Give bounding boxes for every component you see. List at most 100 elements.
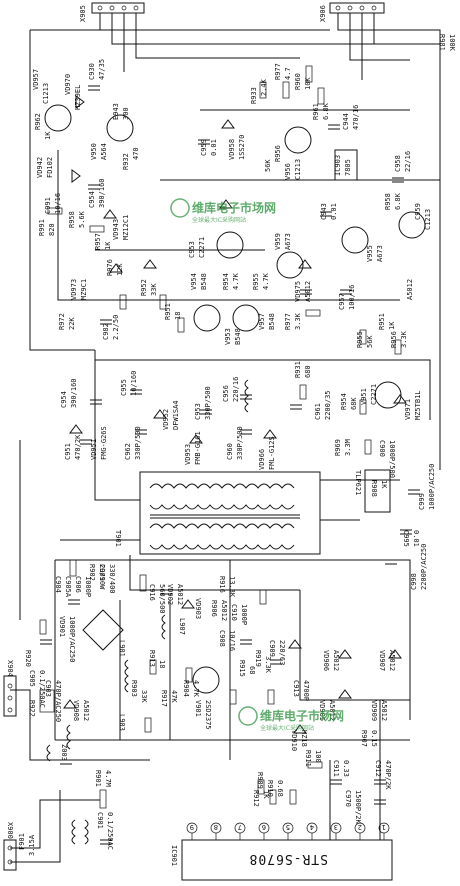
component-label-r911: R911 xyxy=(304,750,312,767)
component-label-c991v: 10/16 xyxy=(54,193,62,214)
resistors xyxy=(39,65,402,809)
component-label-vd906: VD906 xyxy=(322,650,330,671)
component-label-l903: L903 xyxy=(118,714,126,731)
ic901-part-number: STR-S6708 xyxy=(249,851,328,866)
ic-pin-number: 8 xyxy=(214,823,218,831)
component-label-c910v: 1000P xyxy=(240,604,248,625)
transistor-c953 xyxy=(216,231,244,259)
component-label-vd942v: FD102 xyxy=(46,157,54,178)
component-label-vd905v: A5012 xyxy=(328,700,336,721)
component-label-v950: V950 xyxy=(90,143,98,160)
component-label-c999v: 1000P/AC250 xyxy=(428,464,436,510)
component-label-vd975v: A5012 xyxy=(304,281,312,302)
component-label-vd958: VD958 xyxy=(228,139,236,160)
component-label-r922: R922 xyxy=(28,700,36,717)
component-label-c970: C970 xyxy=(344,790,352,807)
watermark-top: 维库电子市场网 全球最大IC采购网站 xyxy=(170,198,276,224)
component-label-c982v: 2.2/50 xyxy=(112,315,120,340)
component-label-c959v: 0.01 xyxy=(210,139,218,156)
ic901-str-s6708: STR-S6708 IC901 xyxy=(170,839,393,881)
ic-pin-number: 1 xyxy=(382,823,386,831)
diodes xyxy=(63,95,407,734)
component-label-r954bv: 68K xyxy=(350,397,358,410)
component-label-c960v: 330P/500 xyxy=(236,426,244,460)
component-label-f901: F901 xyxy=(18,833,26,850)
component-label-r960v: 10K xyxy=(304,77,312,90)
component-label-r952v: 33K xyxy=(150,283,158,296)
component-label-vd907: VD907 xyxy=(378,650,386,671)
component-label-r907: R907 xyxy=(360,730,368,747)
component-label-vd908v: A5012 xyxy=(82,700,90,721)
connector-x900: X900 xyxy=(3,822,17,871)
component-label-tlp: TLP621 xyxy=(354,470,362,495)
component-label-c954v: 390/160 xyxy=(98,178,106,208)
watermark-brand-top: 维库电子市场网 xyxy=(192,200,276,215)
component-label-r917v: 47K xyxy=(170,690,178,703)
component-label-r956: R956 xyxy=(274,145,282,162)
component-label-vd908: VD908 xyxy=(72,700,80,721)
component-label-c982: C982 xyxy=(102,323,110,340)
component-label-e943: E943 xyxy=(112,103,120,120)
component-label-v901v: 2SD2375 xyxy=(204,700,212,730)
component-label-c912v: 470P/2K xyxy=(384,760,392,790)
component-label-r903: R903 xyxy=(130,680,138,697)
component-label-r955b: R955 xyxy=(356,331,364,348)
component-label-vd903: VD903 xyxy=(194,598,202,619)
component-label-c901v: 0.1/250AC xyxy=(106,812,114,850)
capacitors xyxy=(40,85,420,845)
component-label-c958: C958 xyxy=(394,155,402,172)
component-label-c958v: 22/16 xyxy=(404,151,412,172)
component-label-c906: C906 xyxy=(74,576,82,593)
component-label-c905v: 0.1/250AC xyxy=(38,670,46,708)
component-label-r962v: 1K xyxy=(44,131,52,140)
component-label-c944v: 470/16 xyxy=(352,105,360,130)
component-label-r911v: 100 xyxy=(314,750,322,763)
component-label-r904: R904 xyxy=(182,680,190,697)
component-label-c900: C900 xyxy=(378,440,386,457)
component-label-c906v: 1000P xyxy=(84,576,92,597)
component-label-c998: C998 xyxy=(410,573,418,590)
component-label-r906: R906 xyxy=(210,600,218,617)
component-label-r931v: 680 xyxy=(304,365,312,378)
component-label-r981: R981 xyxy=(438,34,446,51)
component-label-r977: R977 xyxy=(274,63,282,80)
component-label-vd966: VD966 xyxy=(258,449,266,470)
component-label-r961: R961 xyxy=(312,103,320,120)
component-label-vd906v: A5012 xyxy=(332,650,340,671)
component-label-c911: C911 xyxy=(332,760,340,777)
component-label-c955: C955 xyxy=(120,379,128,396)
component-label-r919v: 3.3K xyxy=(264,656,272,674)
component-label-v959: V959 xyxy=(274,233,282,250)
component-label-c909bv: 220/63 xyxy=(278,640,286,665)
component-label-c905: C905 xyxy=(28,670,36,687)
connector-x906: X906 xyxy=(319,2,385,22)
component-label-vd953: VD953 xyxy=(184,444,192,465)
component-label-c930v: 47/35 xyxy=(98,59,106,80)
component-label-r976v: 12K xyxy=(116,263,124,276)
component-label-c903: C903 xyxy=(44,680,52,697)
component-label-r907v: 0.15 xyxy=(370,730,378,747)
component-label-r952: R952 xyxy=(140,279,148,296)
component-label-vd951v: FMG-G26S xyxy=(100,426,108,460)
transformer-core xyxy=(139,471,321,555)
component-label-r913: R913 xyxy=(148,650,156,667)
component-label-vd901: VD901 xyxy=(58,616,66,637)
ic-pin-number: 2 xyxy=(358,823,362,831)
component-label-r956v: 56K xyxy=(264,159,272,172)
component-label-vd910: VD910 xyxy=(290,730,298,751)
connector-x904: X904 xyxy=(3,660,17,717)
component-label-r919: R919 xyxy=(254,650,262,667)
ic-pin-number: 3 xyxy=(334,823,338,831)
watermark-sub-top: 全球最大IC采购网站 xyxy=(192,216,246,224)
component-label-vd973: VD973 xyxy=(70,279,78,300)
component-label-r956b: R956 xyxy=(390,331,398,348)
component-label-c904: C904 xyxy=(54,576,62,593)
component-label-r955bv: 56K xyxy=(366,335,374,348)
component-label-r912: R912 xyxy=(252,790,260,807)
component-label-vd902: VD902 xyxy=(166,584,174,605)
component-label-c970v: 1500P/2K xyxy=(354,790,362,825)
component-label-v955v: A673 xyxy=(376,245,384,262)
component-label-vd909: VD909 xyxy=(370,700,378,721)
component-label-c959bv: C1213 xyxy=(424,209,432,230)
